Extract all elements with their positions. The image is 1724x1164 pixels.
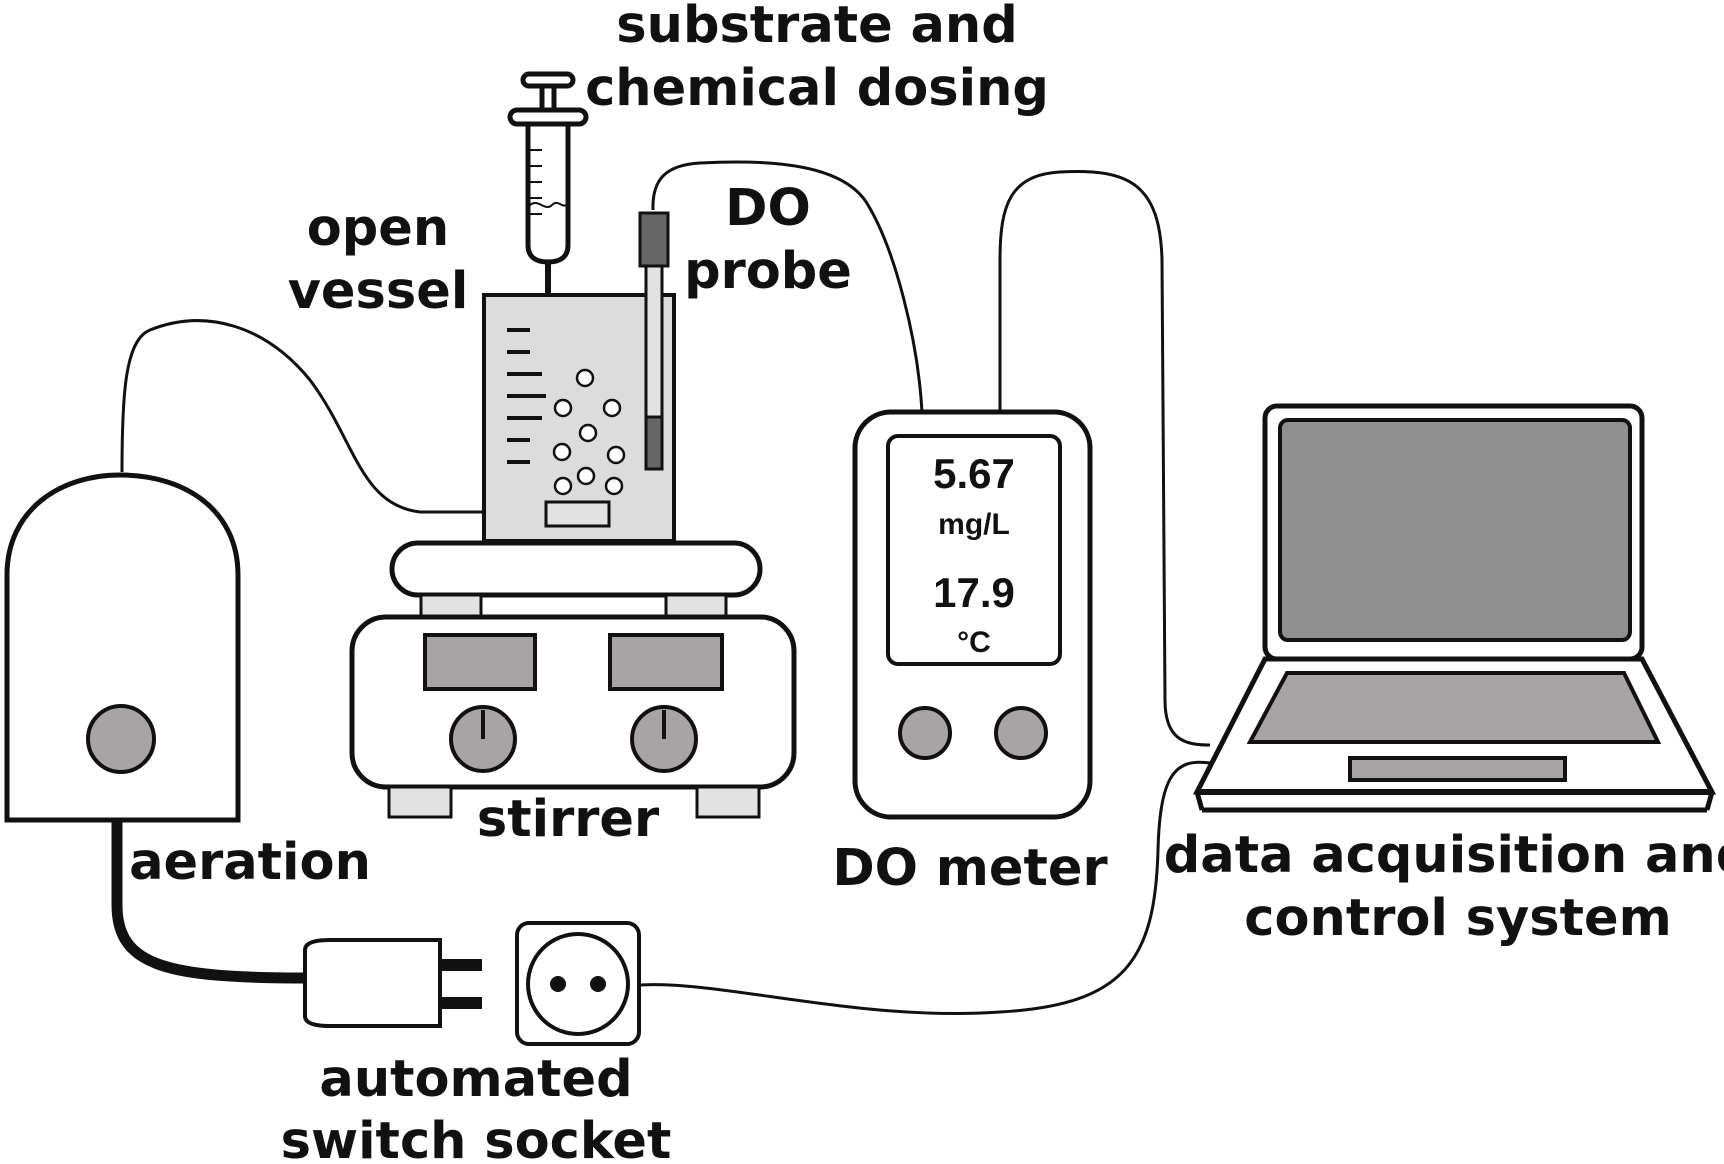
meter-screen (886, 434, 1062, 666)
probe-sensor-tip (644, 415, 664, 471)
laptop-keyboard (1246, 671, 1662, 744)
label-dosing-line2: chemical dosing (585, 59, 1049, 118)
stirrer-display-right (608, 633, 724, 691)
automated-switch-socket (515, 921, 641, 1046)
label-probe-line2: probe (684, 242, 852, 301)
label-socket-line2: switch socket (281, 1112, 672, 1164)
stirrer-body (349, 614, 797, 790)
label-daq-line1: data acquisition and (1164, 826, 1724, 885)
pump-body (4, 472, 241, 823)
air-bubbles (552, 368, 626, 496)
aeration-power-cord (111, 820, 311, 984)
connection-wires (111, 160, 1211, 1016)
meter-button-right (994, 706, 1048, 760)
socket-hole-right (590, 976, 606, 992)
power-plug (303, 938, 482, 1028)
control-cable (639, 760, 1211, 1016)
plug-pin-bottom (440, 997, 482, 1009)
label-vessel-line1: open (307, 199, 449, 258)
aeration-pump (4, 472, 241, 823)
laptop-screen (1278, 418, 1632, 642)
plug-pin-top (440, 959, 482, 971)
probe-cable (651, 160, 924, 413)
laptop-touchpad (1348, 756, 1567, 782)
dosing-syringe (507, 71, 589, 320)
label-probe-line1: DO (725, 179, 811, 238)
do-probe (638, 211, 670, 471)
label-socket-line1: automated (319, 1050, 632, 1109)
diagram-labels: substrate and chemical dosing open vesse… (129, 0, 1724, 1164)
label-dosing-line1: substrate and (616, 0, 1017, 55)
aeration-diffuser (544, 500, 611, 528)
temperature-reading: 17.9 (933, 569, 1015, 616)
meter-button-left (898, 706, 952, 760)
syringe-barrel (525, 121, 571, 265)
label-vessel-line2: vessel (288, 262, 469, 321)
pump-power-button (86, 704, 156, 774)
stirrer-plate (389, 540, 763, 598)
label-aeration: aeration (129, 833, 371, 892)
stirrer-display-left (423, 633, 537, 691)
label-stirrer: stirrer (477, 790, 659, 849)
oxygen-reading: 5.67 (933, 450, 1015, 497)
plug-body (303, 938, 442, 1028)
stirrer-neck-right (664, 593, 728, 619)
stirrer-neck-left (419, 593, 483, 619)
probe-head (638, 211, 670, 268)
syringe-liquid-level (529, 201, 567, 208)
meter-data-cable (998, 169, 1211, 747)
label-daq-line2: control system (1244, 889, 1671, 948)
label-do-meter: DO meter (832, 839, 1107, 898)
do-meter: 5.67 mg/L 17.9 °C (852, 409, 1093, 820)
vessel-graduation-marks (507, 328, 546, 464)
stirrer-foot-right (695, 785, 761, 819)
oxygen-unit: mg/L (938, 508, 1010, 541)
magnetic-stirrer (349, 540, 797, 819)
laptop-computer (1192, 403, 1717, 813)
stirrer-foot-left (387, 785, 453, 819)
aeration-air-tube (120, 319, 550, 514)
open-vessel (482, 293, 676, 543)
socket-face (526, 932, 630, 1036)
temperature-unit: °C (957, 626, 991, 659)
socket-hole-left (550, 976, 566, 992)
